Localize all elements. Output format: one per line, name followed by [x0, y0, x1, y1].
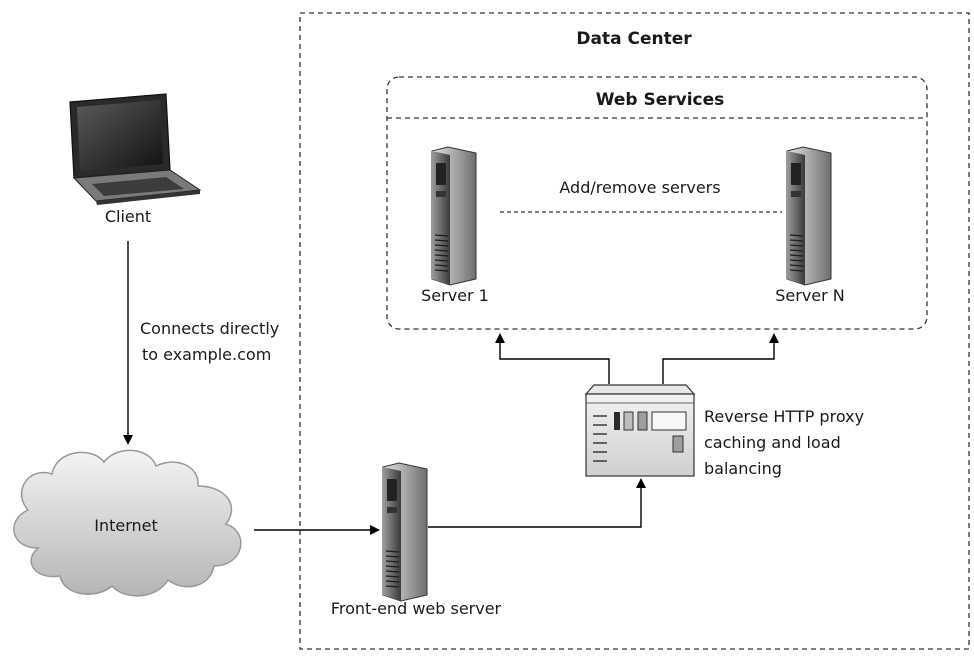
proxy-appliance-icon	[584, 384, 696, 477]
web-services-title: Web Services	[596, 90, 725, 110]
proxy-label-line1: Reverse HTTP proxy	[704, 407, 864, 426]
server-1: Server 1	[421, 146, 489, 305]
proxy-to-server1-arrow	[495, 333, 610, 384]
internet-cloud-icon	[13, 449, 242, 597]
server-1-label: Server 1	[421, 286, 489, 305]
add-remove-servers-label: Add/remove servers	[559, 178, 720, 197]
client-label: Client	[105, 207, 151, 226]
connection-label-line2: to example.com	[142, 345, 271, 364]
internet-label: Internet	[94, 516, 158, 535]
data-center-title: Data Center	[576, 29, 692, 49]
proxy-label-line3: balancing	[704, 459, 782, 478]
proxy-to-servern-arrow	[662, 333, 779, 384]
laptop-icon	[69, 93, 202, 205]
frontend-to-proxy-arrow	[428, 478, 646, 528]
proxy-label-line2: caching and load	[704, 433, 841, 452]
web-services-group	[386, 76, 928, 330]
front-end-server	[382, 462, 428, 602]
connection-label-line1: Connects directly	[140, 319, 279, 338]
server-n-label: Server N	[775, 286, 845, 305]
front-end-label: Front-end web server	[331, 599, 502, 618]
data-center-boundary	[299, 12, 970, 650]
server-n: Server N	[775, 146, 845, 305]
